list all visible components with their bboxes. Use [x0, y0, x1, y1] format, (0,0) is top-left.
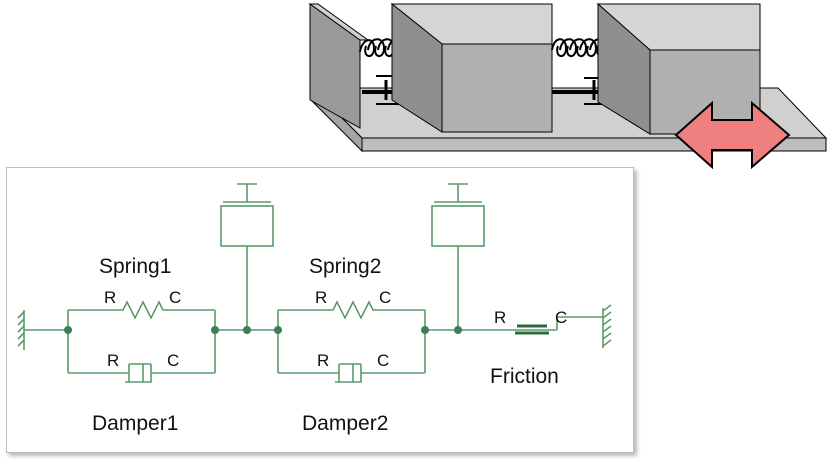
- schematic-diagram: [17, 183, 612, 383]
- parallel-branch-2: [277, 309, 426, 374]
- damper1-label: Damper1: [92, 412, 179, 435]
- junction-node: [64, 326, 72, 334]
- wall-block: [308, 3, 370, 129]
- mass-block-1: [390, 2, 553, 133]
- spring2-port-r: R: [315, 288, 328, 307]
- spring1-label: Spring1: [99, 255, 172, 278]
- spring1-port-c: C: [169, 288, 182, 307]
- friction-pads: [515, 324, 549, 335]
- spring-1-symbol: [97, 300, 189, 320]
- damper2-port-c: C: [377, 351, 390, 370]
- junction-node: [421, 326, 429, 334]
- junction-node: [243, 326, 251, 334]
- mechanical-illustration: [308, 2, 828, 170]
- mass-block-2: [596, 2, 761, 135]
- mass-1-symbol: [220, 183, 274, 330]
- damper2-label: Damper2: [302, 412, 389, 435]
- friction-symbol: [527, 316, 603, 331]
- ground-left: [17, 310, 68, 350]
- motion-arrow: [674, 100, 791, 170]
- spring-2-symbol: [308, 300, 399, 320]
- friction-port-r: R: [494, 308, 507, 327]
- damper-2-symbol: [308, 363, 399, 383]
- damper2-port-r: R: [317, 351, 330, 370]
- spring2-label: Spring2: [309, 255, 382, 278]
- junction-node: [211, 326, 219, 334]
- damper1-port-c: C: [167, 351, 180, 370]
- schematic-panel: Spring1 Spring2 Damper1 Damper2 Friction…: [6, 167, 634, 453]
- damper-1-symbol: [97, 363, 189, 383]
- friction-label: Friction: [490, 365, 559, 388]
- parallel-branch-1: [67, 309, 216, 374]
- spring1-port-r: R: [104, 288, 117, 307]
- ground-right: [602, 304, 612, 348]
- junction-node: [454, 326, 462, 334]
- junction-node: [274, 326, 282, 334]
- damper1-port-r: R: [107, 351, 120, 370]
- spring2-port-c: C: [379, 288, 392, 307]
- mass-2-symbol: [431, 183, 485, 330]
- friction-port-c: C: [555, 308, 568, 327]
